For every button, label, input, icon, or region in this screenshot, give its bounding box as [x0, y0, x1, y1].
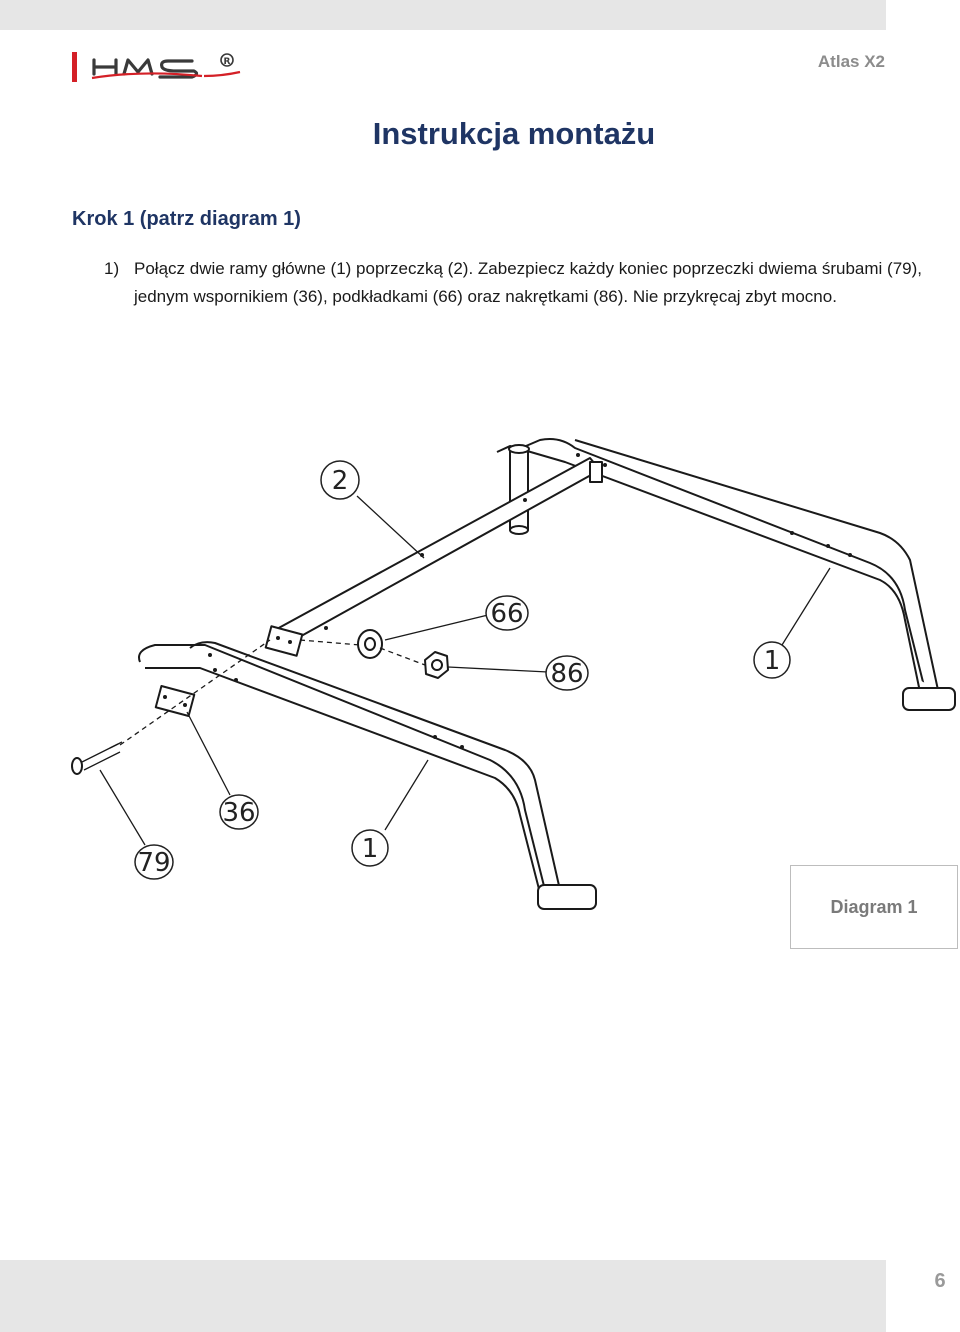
- svg-text:R: R: [224, 57, 231, 67]
- label-washer-text: 66: [490, 599, 523, 629]
- diagram-caption-text: Diagram 1: [830, 896, 918, 917]
- page-title: Instrukcja montażu: [372, 116, 656, 151]
- instruction-item: 1) Połącz dwie ramy główne (1) poprzeczk…: [104, 255, 944, 311]
- label-crossbar-text: 2: [332, 466, 349, 496]
- label-frame-right: 1: [753, 641, 791, 679]
- label-frame-left-text: 1: [362, 834, 379, 864]
- label-frame-left: 1: [351, 829, 389, 867]
- label-crossbar: 2: [320, 460, 360, 500]
- label-bolt: 79: [134, 844, 174, 880]
- assembly-diagram: 2 66 86 1 36 1 79: [60, 400, 960, 940]
- product-name: Atlas X2: [817, 52, 885, 71]
- instruction-number: 1): [104, 259, 120, 278]
- label-nut-text: 86: [550, 659, 583, 689]
- diagram-caption: Diagram 1: [790, 865, 958, 949]
- header-band: [0, 0, 886, 30]
- instruction-text: Połącz dwie ramy główne (1) poprzeczką (…: [134, 259, 922, 306]
- step-heading: Krok 1 (patrz diagram 1): [72, 208, 301, 230]
- label-washer: 66: [485, 595, 529, 631]
- label-bracket-text: 36: [222, 798, 255, 828]
- label-bolt-text: 79: [137, 848, 170, 878]
- label-nut: 86: [545, 655, 589, 691]
- label-frame-right-text: 1: [764, 646, 781, 676]
- footer-band: [0, 1260, 886, 1332]
- hms-logo: R: [72, 50, 247, 84]
- label-bracket: 36: [219, 794, 259, 830]
- page-number: 6: [934, 1270, 946, 1292]
